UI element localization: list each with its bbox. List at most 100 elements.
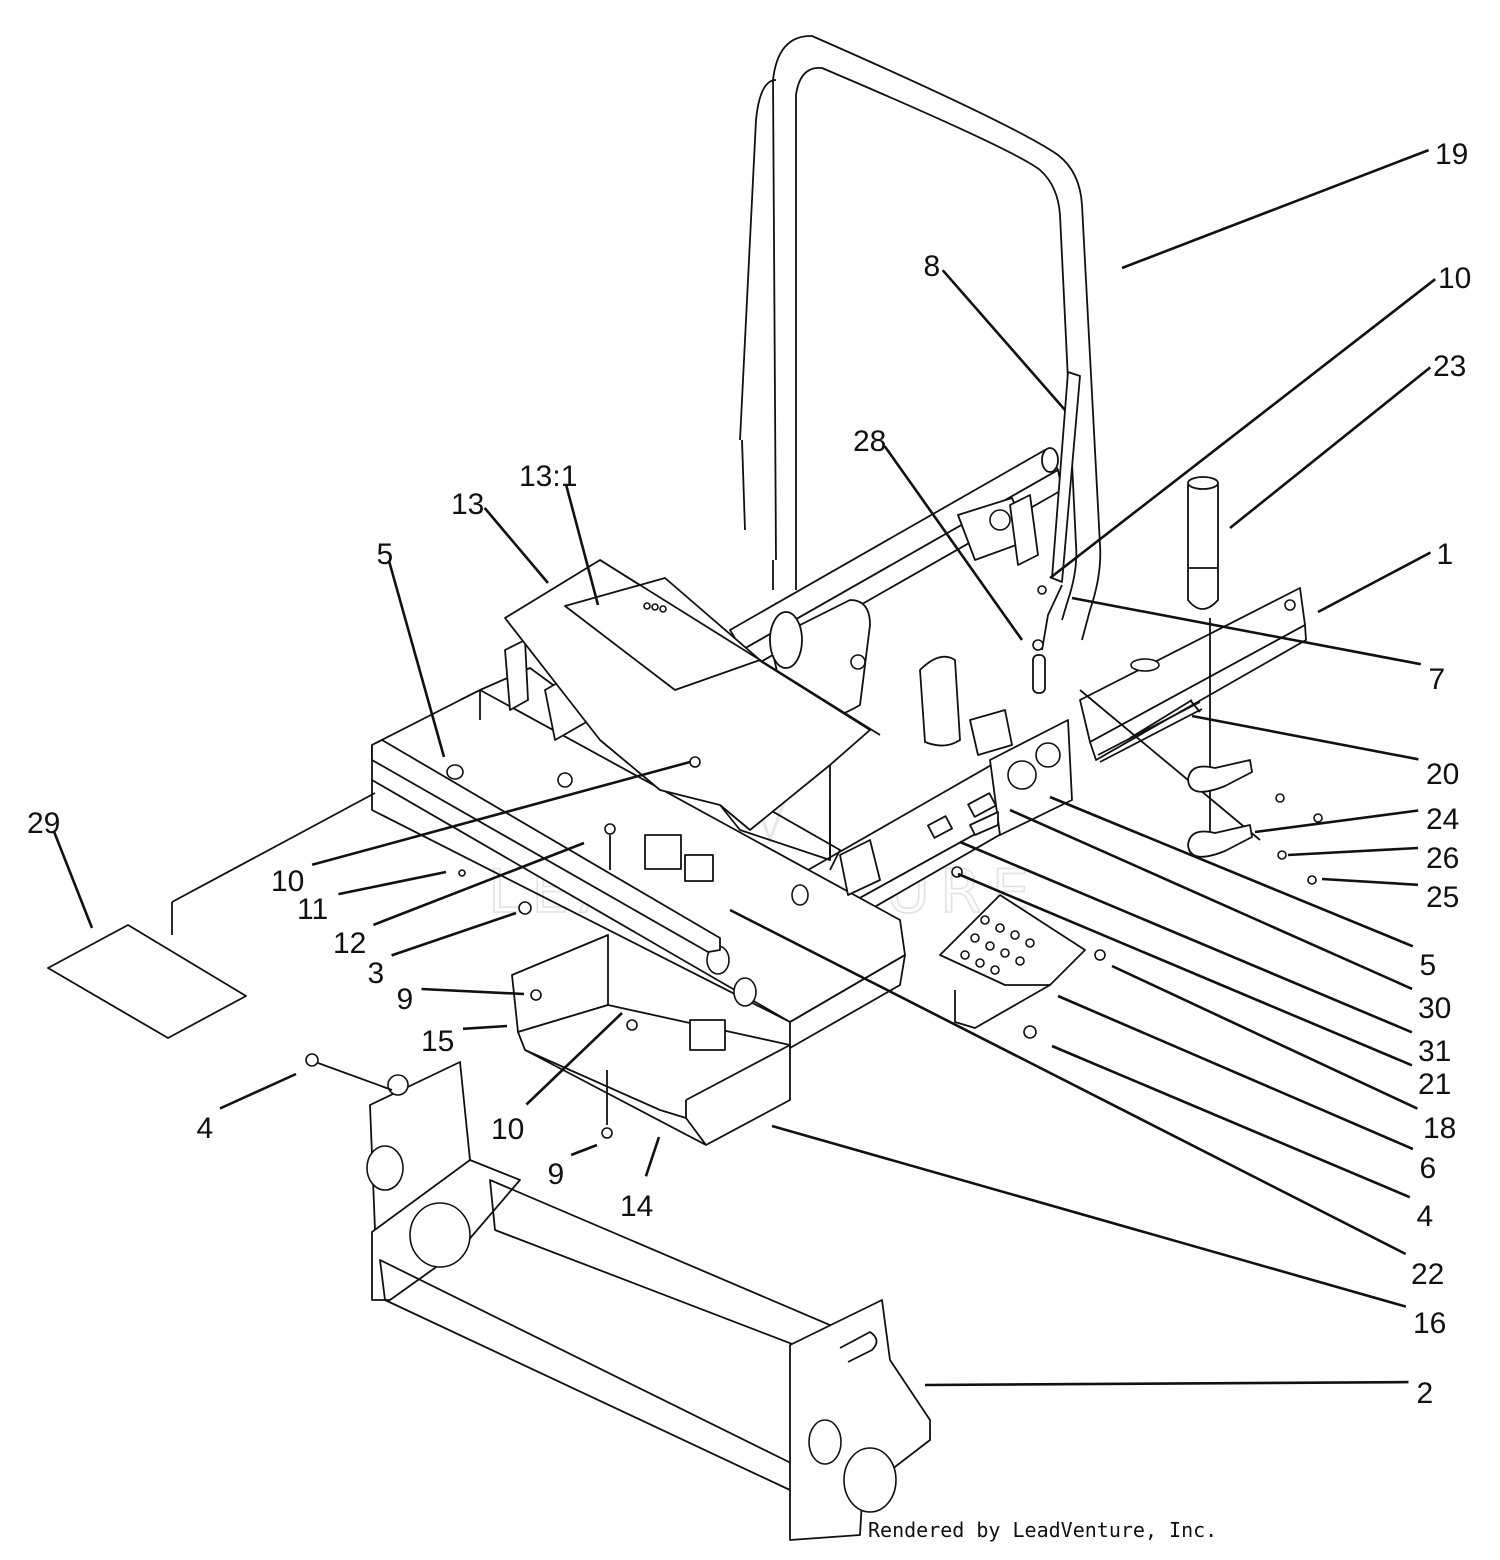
callout-c31: 31: [959, 840, 1451, 1068]
callout-label: 24: [1426, 803, 1459, 836]
callout-c12: 12: [333, 841, 585, 960]
callout-c2: 2: [924, 1377, 1434, 1410]
part-rear-frame: [1079, 587, 1307, 841]
callout-label: 10: [271, 865, 304, 898]
callout-c20: 20: [1191, 714, 1459, 791]
callout-label: 4: [1417, 1200, 1434, 1233]
callout-leader: [1317, 551, 1432, 614]
callout-leader: [388, 561, 446, 758]
callout-label: 10: [1438, 262, 1471, 295]
callout-leader: [1254, 809, 1419, 834]
callout-leader: [924, 1380, 1409, 1387]
part-seat-pan: [504, 559, 881, 861]
callout-leader: [372, 841, 585, 927]
callout-leader: [338, 870, 447, 896]
callout-label: 15: [421, 1025, 454, 1058]
part-decal-sheet: [47, 792, 376, 1039]
callout-label: 16: [1413, 1307, 1446, 1340]
callout-c26: 26: [1287, 842, 1459, 875]
callout-leader: [1057, 994, 1414, 1151]
callout-c5a: 5: [377, 538, 446, 758]
callout-label: 28: [853, 425, 886, 458]
callout-c13: 13: [451, 488, 549, 584]
callout-c5b: 5: [1049, 795, 1437, 982]
callout-c28: 28: [853, 425, 1024, 641]
callout-label: 8: [924, 250, 941, 283]
callout-leader: [1009, 808, 1413, 991]
callout-label: 26: [1426, 842, 1459, 875]
callout-c23: 23: [1229, 350, 1466, 530]
callout-label: 21: [1418, 1068, 1451, 1101]
part-battery-tray: [458, 756, 791, 1146]
callout-leader: [52, 830, 94, 929]
callout-c29: 29: [27, 807, 94, 929]
callout-c30: 30: [1009, 808, 1451, 1025]
callout-c15: 15: [421, 1024, 508, 1058]
callout-label: 6: [1420, 1152, 1437, 1185]
callout-c4b: 4: [1051, 1044, 1434, 1233]
callout-c14: 14: [620, 1136, 661, 1223]
callout-leader: [941, 269, 1066, 411]
callout-c6: 6: [1057, 994, 1437, 1185]
callout-leader: [644, 1136, 661, 1177]
callout-label: 1: [1437, 538, 1454, 571]
callout-c9b: 9: [548, 1143, 598, 1191]
callout-leader: [391, 911, 517, 957]
part-pivot-post: [1187, 476, 1219, 840]
callout-c1: 1: [1317, 538, 1454, 614]
callout-label: 18: [1423, 1112, 1456, 1145]
callout-c16: 16: [771, 1124, 1446, 1340]
callout-label: 14: [620, 1190, 653, 1223]
callout-c10b: 10: [271, 760, 691, 898]
callout-label: 19: [1435, 138, 1468, 171]
callout-leader: [1051, 1044, 1411, 1199]
callout-label: 13:1: [519, 460, 577, 493]
callout-label: 5: [1420, 949, 1437, 982]
callout-c10a: 10: [1049, 262, 1471, 580]
callout-leader: [729, 908, 1407, 1256]
callout-leader: [959, 840, 1413, 1034]
callout-leader: [1191, 714, 1419, 761]
callout-leader: [1049, 278, 1436, 580]
callout-leader: [564, 483, 600, 606]
callout-label: 3: [368, 957, 385, 990]
callout-leader: [771, 1124, 1407, 1308]
callout-c22: 22: [729, 908, 1444, 1291]
part-footrest: [939, 866, 1106, 1039]
callout-label: 9: [397, 983, 414, 1016]
callout-leader: [1111, 964, 1418, 1110]
callout-label: 22: [1411, 1258, 1444, 1291]
callout-leader: [1071, 596, 1422, 666]
callout-label: 30: [1418, 992, 1451, 1025]
callout-leader: [1321, 877, 1419, 887]
part-long-bolt: [1097, 701, 1203, 763]
part-clamps: [1129, 699, 1323, 885]
callout-c8: 8: [924, 250, 1066, 411]
callout-leader: [1121, 148, 1430, 270]
callout-label: 2: [1417, 1377, 1434, 1410]
callout-c21: 21: [957, 872, 1451, 1101]
callout-leader: [883, 445, 1024, 641]
part-front-axle: [305, 1053, 931, 1541]
callout-label: 13: [451, 488, 484, 521]
callout-leader: [1287, 846, 1419, 857]
callout-label: 31: [1418, 1035, 1451, 1068]
callout-label: 9: [548, 1158, 565, 1191]
callout-label: 29: [27, 807, 60, 840]
callout-label: 5: [377, 538, 394, 571]
callout-c7: 7: [1071, 596, 1445, 696]
callout-label: 10: [491, 1113, 524, 1146]
callout-c25: 25: [1321, 877, 1459, 914]
callout-label: 23: [1433, 350, 1466, 383]
callout-c3: 3: [368, 911, 517, 990]
callout-label: 20: [1426, 758, 1459, 791]
callout-leader: [1049, 795, 1414, 948]
callout-leader: [1229, 366, 1432, 530]
callout-leader: [483, 507, 549, 584]
callout-label: 25: [1426, 881, 1459, 914]
callout-c11: 11: [297, 870, 447, 926]
callout-c9a: 9: [397, 983, 525, 1016]
callout-c24: 24: [1254, 803, 1459, 836]
part-lever: [1032, 371, 1081, 694]
